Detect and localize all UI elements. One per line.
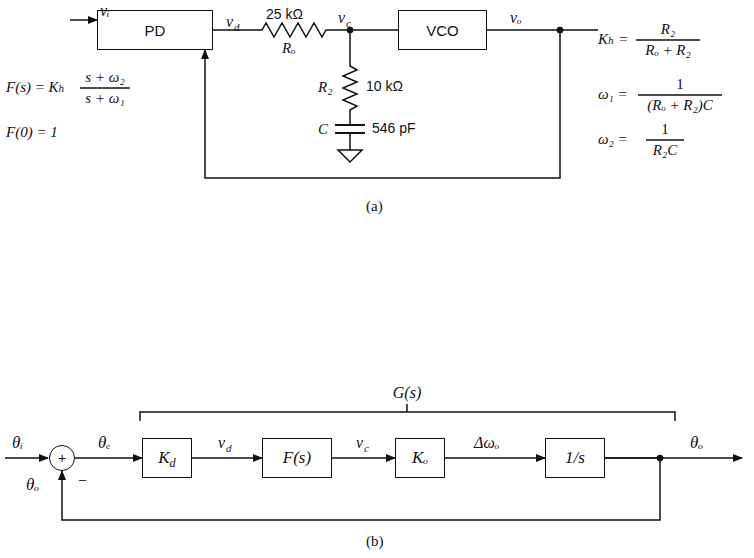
phase-detector-box: PD [97,10,213,50]
signal-wire [445,457,545,459]
gain-block: Kd [142,438,192,478]
input-arrow [5,457,48,459]
filter-block: F(s) [262,438,332,478]
signal-name: θᵢ [12,434,23,453]
formula: 1 [676,76,684,93]
bracket [140,404,675,421]
node-label: PD [145,22,166,39]
node-label: + [58,450,66,466]
signal-name: v [356,434,363,452]
formula: R₂ [661,21,675,38]
formula: R₂C [653,142,677,159]
component-name: R₂ [318,79,332,96]
signal-name: v [226,13,233,31]
junction-dot [657,455,662,460]
formula: Rₒ + R₂ [645,42,690,59]
signal-name: v [218,434,225,452]
formula: F(s) = Kₕ [6,79,65,96]
figure-tag: (a) [366,198,383,215]
node-text: 1/s [565,448,585,468]
subscript: d [234,21,240,33]
output-arrow [605,457,742,459]
node-label: K [158,448,169,467]
resistor-symbol [343,30,357,125]
fraction-bar [646,139,684,141]
node-text: F(s) [283,448,311,468]
ground-symbol [338,150,362,162]
node-label: VCO [426,22,459,39]
node-label: Kₒ [412,448,428,467]
node-text: PD [145,22,166,39]
signal-wire [192,457,262,459]
formula: s + ω₂ [85,69,124,86]
input-wire [70,19,97,21]
capacitor-plate [335,124,365,126]
signal-name: Δωₒ [474,434,499,452]
signal-wire [205,30,560,178]
node-label: 1/s [565,448,585,467]
resistor-value: 25 kΩ [266,7,303,22]
subscript: c [346,17,351,29]
formula: (Rₒ + R₂)C [647,97,712,114]
signal-wire [75,457,142,459]
signal-name: θₑ [98,434,111,453]
vco-box: VCO [398,10,487,50]
node-text: + [58,450,66,466]
subscript: c [364,442,369,454]
resistor-symbol [255,23,333,37]
formula: Kₕ = [598,31,628,48]
gain-block: Kₒ [395,438,445,478]
component-name: Rₒ [282,40,295,57]
signal-name: vᵢ [100,2,110,20]
output-wire [560,29,598,31]
signal-name: v [338,9,345,27]
node-text: Kₒ [412,448,428,468]
node-text: Kd [158,448,175,468]
capacitor-value: 546 pF [372,121,416,136]
node-text: VCO [426,22,459,39]
component-name: C [318,121,328,138]
resistor-value: 10 kΩ [366,79,403,94]
formula: 1 [661,121,669,138]
sign: − [78,472,87,490]
node-label: d [170,456,176,470]
signal-name: vₒ [510,9,522,27]
integrator-block: 1/s [545,438,605,478]
signal-name: θₒ [26,476,39,495]
junction-dot [557,27,562,32]
formula: F(0) = 1 [6,124,58,141]
fraction-bar [80,87,130,89]
signal-name: θₒ [690,434,703,453]
block-label: G(s) [393,384,421,402]
signal-wire [332,457,395,459]
fraction-bar [636,39,700,41]
formula: ω₁ = [598,86,628,103]
resistor-ground [255,21,333,39]
summing-junction: + [49,445,75,471]
figure-tag: (b) [366,533,384,550]
ground-wire [349,133,351,150]
subscript: d [226,442,232,454]
formula: ω₂ = [598,131,628,148]
fraction-bar [638,94,722,96]
node-label: F(s) [283,448,311,467]
formula: s + ω₁ [85,90,124,107]
